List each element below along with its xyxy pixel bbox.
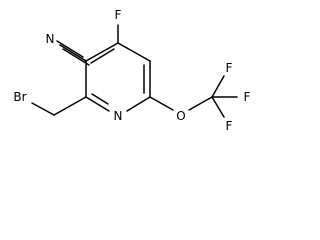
- atom-label-nitrile-nitrogen: N: [46, 32, 55, 46]
- atom-label-fluorine-top: F: [115, 8, 122, 22]
- bond-o-cf3: [188, 96, 213, 111]
- atom-label-bromine: Br: [13, 90, 26, 104]
- atom-label-ether-oxygen: O: [176, 109, 185, 123]
- bond-ch2-br: [31, 102, 55, 116]
- ring-bond-c4-c3-inner: [90, 48, 115, 64]
- bond-cf3-f-upper: [211, 75, 225, 98]
- ring-bond-n1-c6: [126, 96, 151, 112]
- bond-nitrile-a: [59, 44, 87, 62]
- atom-label-cf3-fluorine-lower: F: [226, 119, 233, 133]
- ring-bond-c5-c4: [117, 42, 151, 62]
- atom-label-ring-nitrogen: N: [114, 109, 123, 123]
- bond-c2-ch2: [53, 96, 87, 116]
- bond-nitrile-b: [56, 40, 84, 58]
- chemical-structure-diagram: F N Br N O F F F: [13, 8, 250, 133]
- bond-nitrile-c: [62, 48, 90, 66]
- atom-label-cf3-fluorine-right: F: [244, 90, 251, 104]
- ring-bond-c4-c3: [85, 42, 119, 62]
- bond-cf3-f-lower: [211, 96, 225, 118]
- substituent-bonds: [31, 24, 238, 118]
- pyridine-ring: [85, 42, 151, 112]
- ring-bond-c2-n1: [85, 96, 110, 112]
- bond-c6-o: [149, 96, 174, 111]
- atom-labels: F N Br N O F F F: [13, 8, 250, 133]
- ring-bond-c2-n1-inner: [91, 93, 109, 105]
- atom-label-cf3-fluorine-upper: F: [226, 61, 233, 75]
